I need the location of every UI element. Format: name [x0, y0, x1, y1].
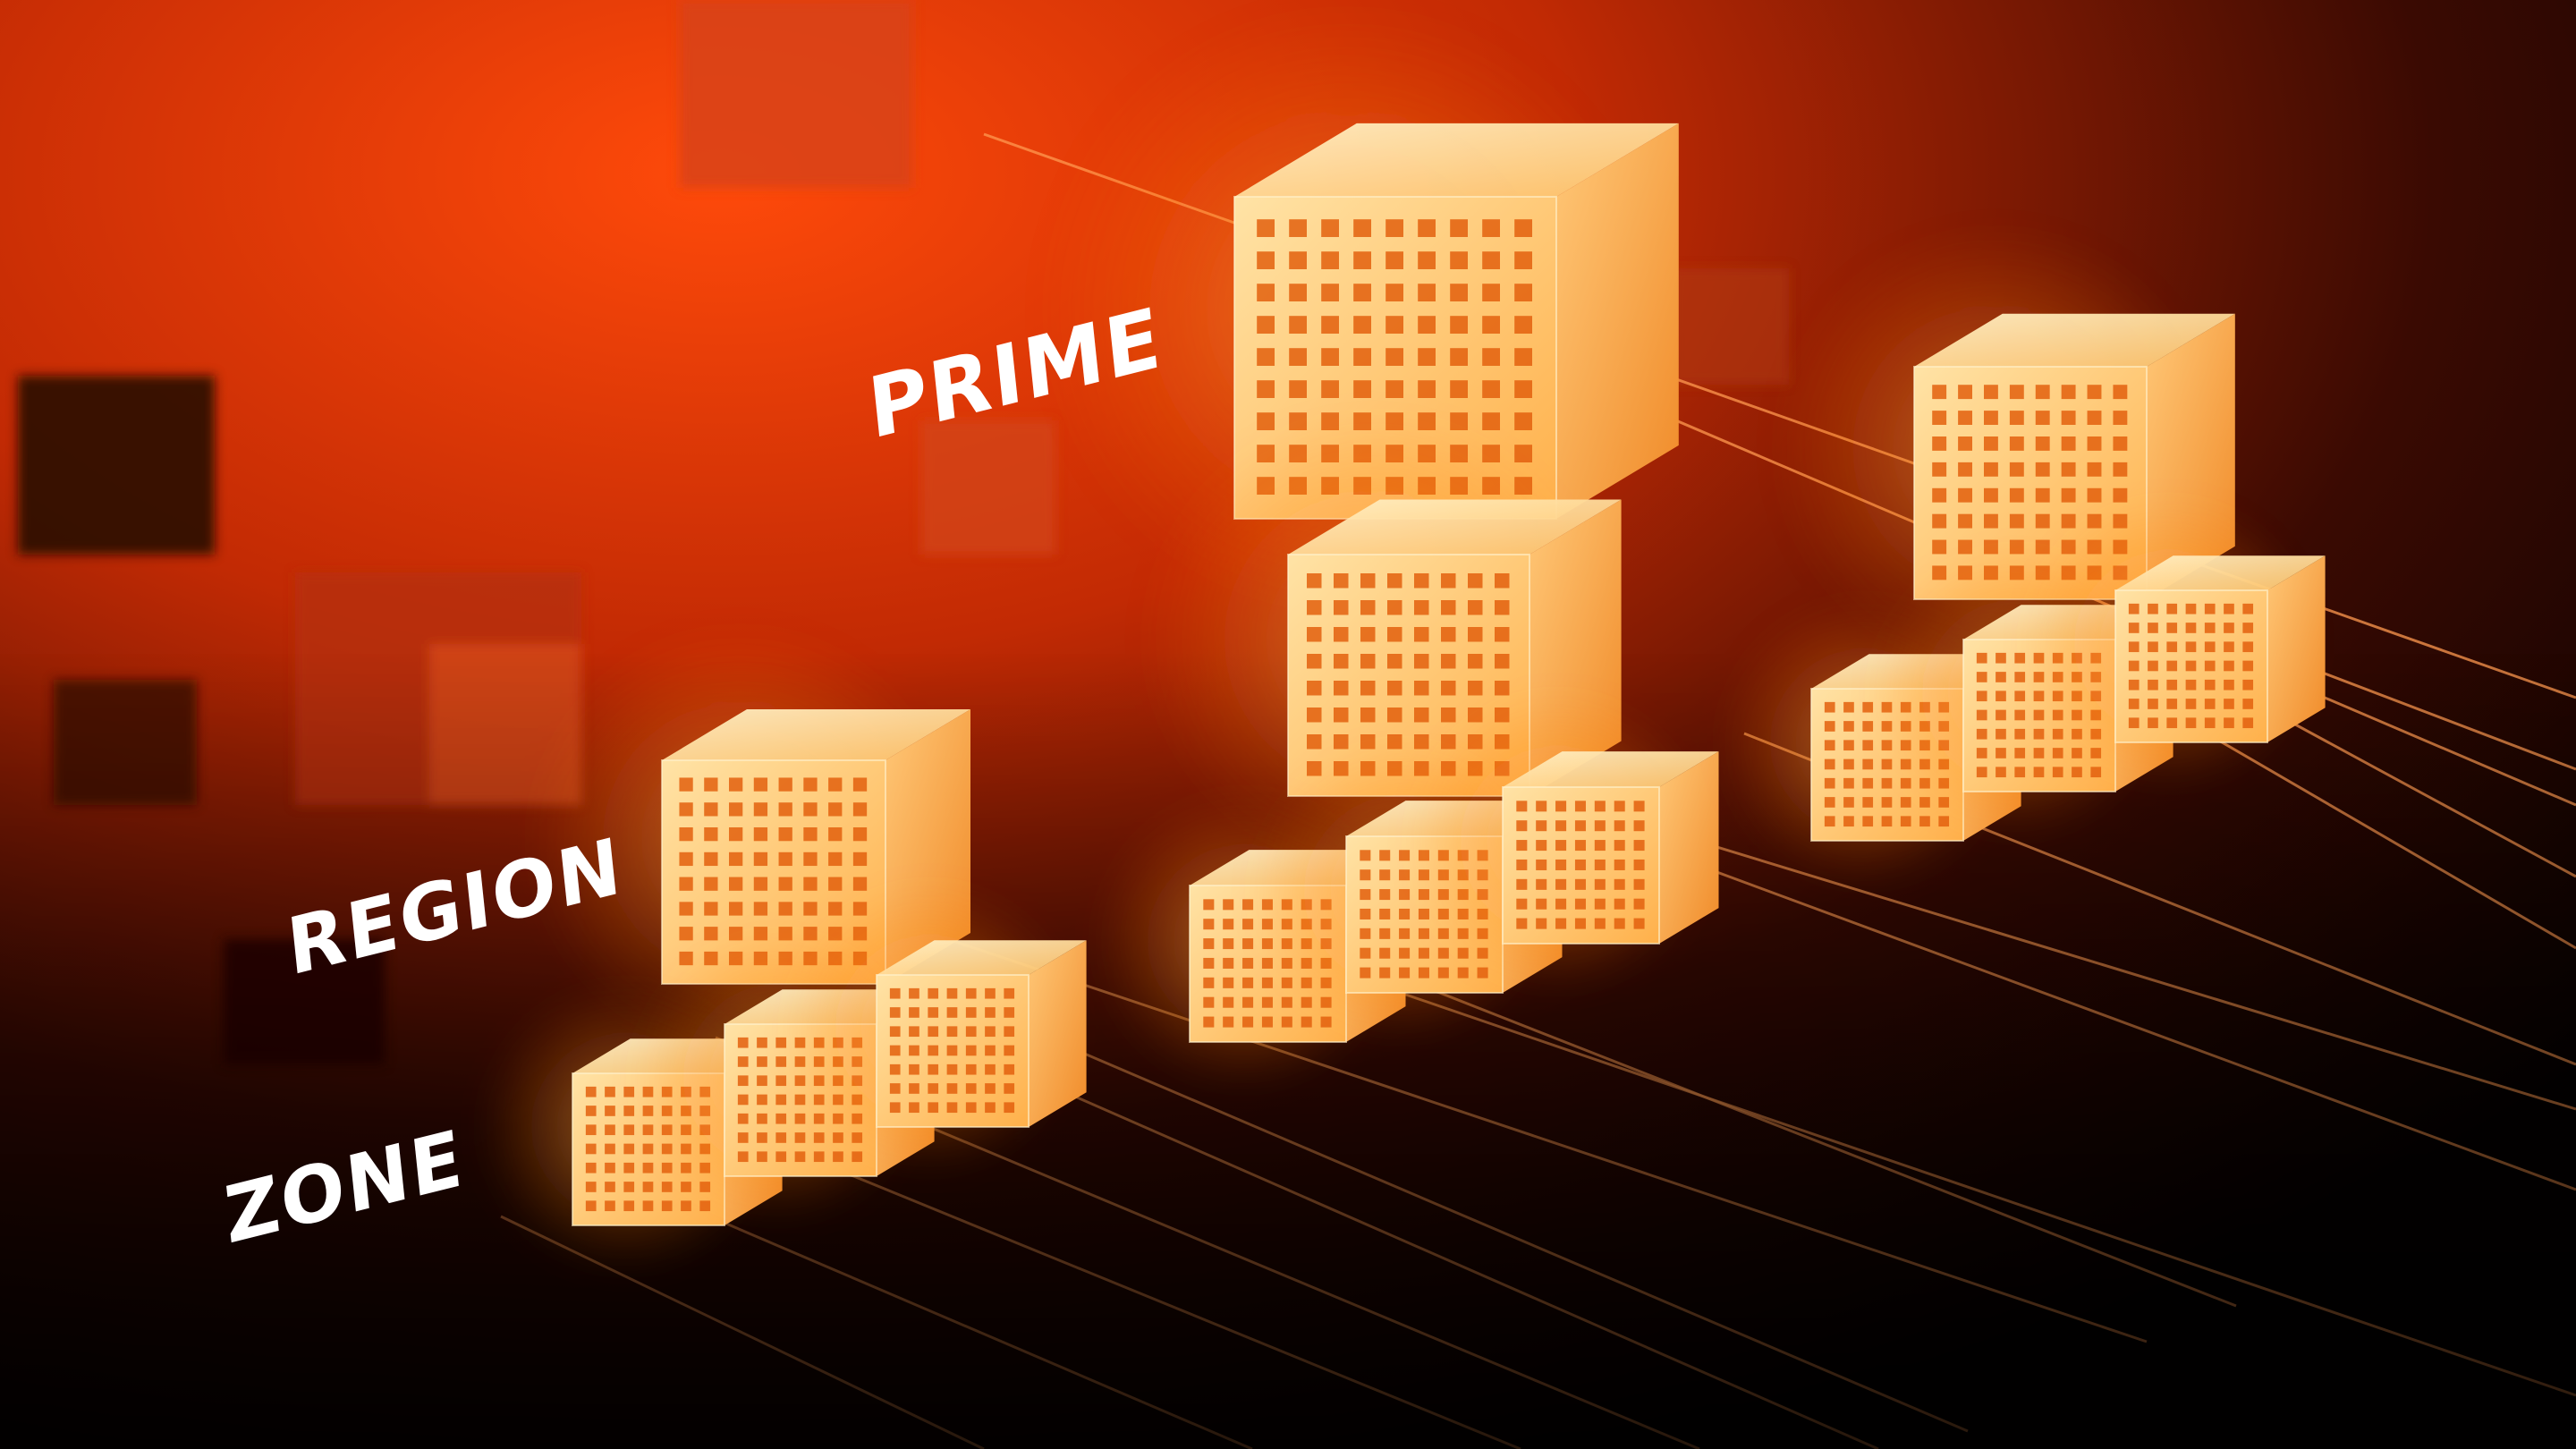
- glowing-cube: [785, 884, 1087, 1173]
- glowing-cube: [1409, 693, 1719, 991]
- glowing-cube: [2024, 499, 2326, 788]
- glowing-cubes: [481, 4, 2326, 1271]
